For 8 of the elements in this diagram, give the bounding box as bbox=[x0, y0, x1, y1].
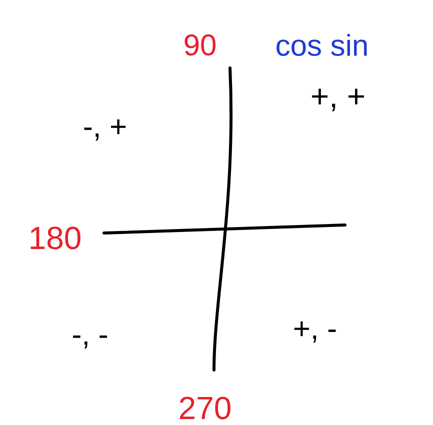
axis-label: -, - bbox=[73, 336, 107, 348]
axis-label: 90 bbox=[184, 34, 216, 56]
axis-label: 180 bbox=[30, 226, 80, 250]
axis-label: +, - bbox=[294, 321, 336, 343]
axis-label: +, + bbox=[312, 88, 364, 112]
axis-label: cos sin bbox=[276, 34, 367, 56]
axis-label: -, + bbox=[84, 119, 126, 141]
axis-label: 270 bbox=[180, 396, 230, 420]
